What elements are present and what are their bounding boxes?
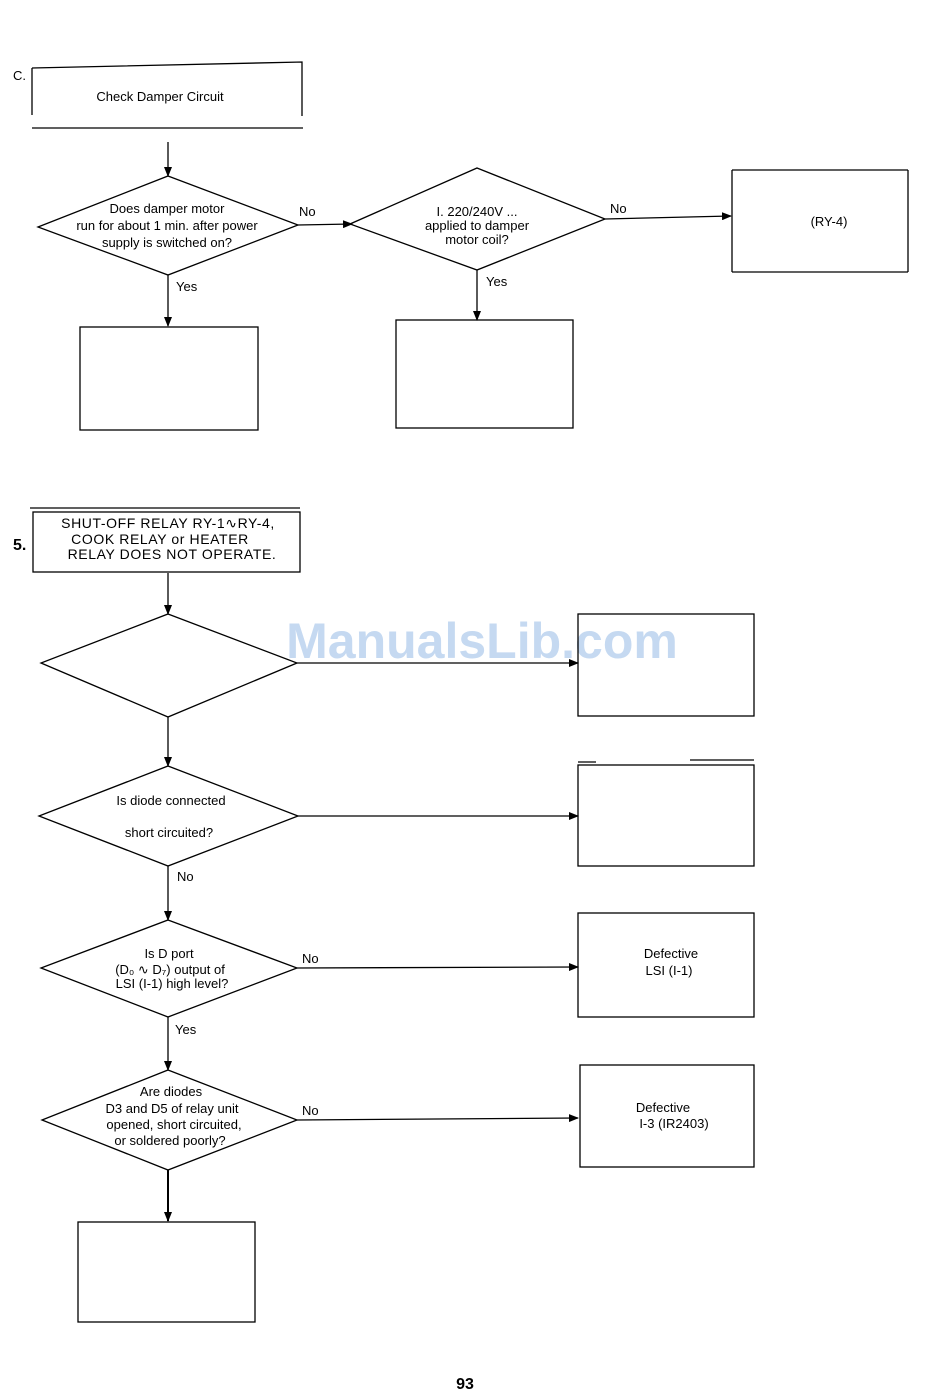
q-d3d5-no-label: No <box>302 1103 319 1118</box>
section-5-label: 5. <box>13 537 26 554</box>
q2-line-1: I. 220/240V ... <box>437 204 518 219</box>
decision-diode-short <box>37 765 300 867</box>
section-5-title-line-2: COOK RELAY or HEATER <box>71 531 249 547</box>
d3d5-result-box <box>579 1064 755 1168</box>
q-diode-line-2: short circuited? <box>125 825 213 840</box>
q-dport-line-3: LSI (I-1) high level? <box>116 976 229 991</box>
q2-yes-result-box <box>395 319 574 429</box>
arrow-q2-no <box>604 212 732 221</box>
q2-no-label: No <box>610 201 627 216</box>
q-dport-no-label: No <box>302 951 319 966</box>
box-d3d5-line-1: Defective <box>636 1100 690 1115</box>
q2-line-2: applied to damper <box>425 218 530 233</box>
q-dport-line-2: (D₀ ∿ D₇) output of <box>115 962 225 977</box>
q-dport-line-1: Is D port <box>144 946 194 961</box>
q-d3d5-line-4: or soldered poorly? <box>114 1133 225 1148</box>
d3d5-yes-result-box <box>77 1221 256 1323</box>
q1-line-3: supply is switched on? <box>102 235 232 250</box>
box-dport-line-2: LSI (I-1) <box>646 963 693 978</box>
diode-result-box <box>577 759 755 867</box>
box-d3d5-line-2: I-3 (IR2403) <box>639 1116 708 1131</box>
arrow-dport-no <box>296 963 579 972</box>
box-dport-line-1: Defective <box>644 946 698 961</box>
ry4-box-label: (RY-4) <box>811 214 848 229</box>
q2-yes-label: Yes <box>486 274 508 289</box>
q1-line-2: run for about 1 min. after power <box>76 218 258 233</box>
watermark: ManualsLib.com <box>286 613 678 669</box>
q-diode-no-label: No <box>177 869 194 884</box>
decision-blank <box>39 613 299 718</box>
section-c-label: C. <box>13 68 26 83</box>
section-5-header-box <box>30 507 301 573</box>
q-d3d5-line-1: Are diodes <box>140 1084 203 1099</box>
ry4-box <box>731 169 909 273</box>
section-5-title-line-3: RELAY DOES NOT OPERATE. <box>68 546 277 562</box>
q1-yes-result-box <box>79 326 259 431</box>
section-5-title-line-1: SHUT-OFF RELAY RY-1∿RY-4, <box>61 515 275 531</box>
q1-line-1: Does damper motor <box>110 201 226 216</box>
q-dport-yes-label: Yes <box>175 1022 197 1037</box>
q-diode-line-1: Is diode connected <box>116 793 225 808</box>
dport-result-box <box>577 912 755 1018</box>
section-c-title: Check Damper Circuit <box>96 89 224 104</box>
d1-result-box <box>577 613 755 717</box>
q1-yes-label: Yes <box>176 279 198 294</box>
q2-line-3: motor coil? <box>445 232 509 247</box>
q-d3d5-line-2: D3 and D5 of relay unit <box>106 1101 239 1116</box>
q1-no-label: No <box>299 204 316 219</box>
arrow-d3d5-no <box>296 1114 579 1123</box>
arrow-q1-no <box>297 220 353 229</box>
page-number: 93 <box>456 1376 474 1391</box>
section-c-header-box <box>31 61 303 129</box>
q-d3d5-line-3: opened, short circuited, <box>106 1117 241 1132</box>
